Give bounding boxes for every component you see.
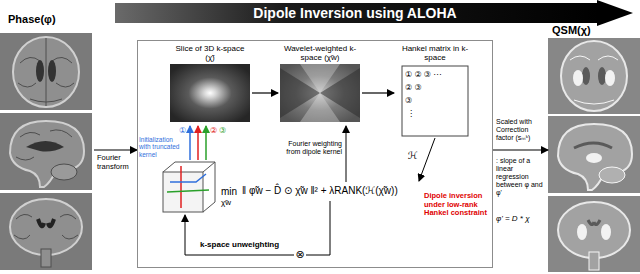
node-text: min [221, 186, 241, 198]
init-arrows [197, 126, 199, 160]
wavelet-image [300, 64, 340, 122]
qsm-sagittal [599, 167, 625, 183]
phase-axial [36, 60, 44, 82]
flow-arrow [493, 149, 548, 150]
node-text: ③ [219, 126, 229, 135]
title-banner [115, 3, 598, 23]
node-text: Hankel matrix in k-space [396, 44, 474, 62]
phase-sagittal [16, 130, 72, 160]
qsm-sagittal [558, 124, 632, 190]
init-arrows [190, 126, 206, 160]
kspace-image [170, 64, 250, 122]
phase-sagittal [10, 121, 84, 187]
flow-arrow [252, 92, 278, 93]
image-tile: Wavelet-weighted k-space (χ̃w) [278, 42, 362, 124]
node-text: Wavelet-weighted k-space (χ̃w) [280, 44, 360, 62]
init-arrows [189, 126, 191, 160]
qsm-coronal [548, 196, 640, 272]
phase-axial [18, 38, 74, 106]
node-text: Slice of 3D k-space (χ̃) [170, 44, 250, 62]
qsm-axial [548, 38, 640, 114]
hankel-matrix [402, 66, 468, 136]
node-text: ⋮ [407, 109, 419, 118]
node-text: ① [179, 126, 189, 135]
qsm-coronal [548, 196, 640, 272]
qsm-axial [548, 38, 640, 114]
title-text: Dipole Inversion using ALOHA [115, 5, 595, 21]
node-text: ② ③ [405, 83, 445, 92]
kspace-cube [170, 174, 206, 182]
flow-arrows [346, 126, 347, 182]
node-text: ② [210, 126, 220, 135]
flow-arrow [362, 92, 394, 93]
qsm-coronal [588, 220, 600, 225]
node-text: k-space unweighting [200, 240, 292, 249]
phase-coronal [0, 193, 92, 270]
flow-arrows [419, 138, 435, 181]
node-text: ⊗ [294, 248, 306, 261]
title-banner [597, 0, 633, 26]
node-text: Fourier weighting from dipole kernel [280, 140, 342, 156]
qsm-axial [582, 67, 590, 85]
phase-coronal [41, 249, 51, 267]
qsm-axial [570, 56, 618, 104]
kspace-cube [163, 162, 215, 212]
qsm-axial [598, 67, 606, 85]
edge-label: Scaled with Correction factor (sₘᵏ) [496, 118, 546, 142]
node-text: ℋ [408, 150, 420, 162]
phase-axial [0, 33, 92, 110]
phase-axial [0, 33, 92, 110]
init-arrows [205, 126, 207, 160]
node-text: Initialization with truncated kernel [139, 136, 183, 158]
qsm-axial [561, 41, 627, 111]
image-tile: Slice of 3D k-space (χ̃) [168, 42, 252, 124]
qsm-coronal [601, 224, 611, 240]
node-text: ① ② ③ ⋯ [405, 70, 465, 79]
kspace-cube [167, 190, 209, 192]
qsm-sagittal [586, 153, 602, 163]
note-label: φ' = D * χ [496, 214, 546, 223]
phase-coronal [14, 214, 78, 239]
kspace-image [170, 64, 250, 122]
phase-sagittal [26, 141, 64, 152]
phase-sagittal [0, 113, 92, 190]
image-panel: QSM(χ) [548, 22, 640, 272]
node-text: ③ [405, 96, 425, 105]
phase-axial [48, 60, 56, 82]
qsm-coronal [577, 224, 587, 240]
process-box: minχ̃w‖ φ̃w − D̂ ⊙ χ̃w ‖² + λRANK(ℋ(χ̃w)… [137, 40, 493, 268]
hankel-matrix [402, 66, 468, 136]
wavelet-image [280, 64, 360, 122]
note-label: : slope of a linear regression between φ… [496, 157, 546, 197]
flow-arrows [185, 201, 330, 255]
node-text: ‖ φ̃w − D̂ ⊙ χ̃w ‖² + λRANK(ℋ(χ̃w)) [242, 185, 424, 197]
phase-sagittal [0, 113, 92, 190]
qsm-axial [605, 70, 615, 86]
phase-coronal [10, 199, 82, 255]
qsm-coronal [589, 252, 599, 270]
flow-arrow [94, 149, 137, 150]
flow-arrows [185, 126, 435, 255]
qsm-sagittal [548, 116, 640, 193]
qsm-sagittal [574, 143, 612, 148]
wavelet-image [280, 64, 360, 122]
phase-coronal [0, 193, 92, 270]
image-panel: Phase(φ) [0, 10, 94, 272]
edge-label: Fourier transform [97, 154, 135, 171]
title-banner [115, 0, 633, 26]
qsm-axial [573, 70, 583, 86]
qsm-coronal [558, 202, 630, 258]
phase-sagittal [51, 164, 77, 180]
qsm-sagittal [548, 116, 640, 193]
phase-coronal [38, 219, 54, 226]
image-tile: Hankel matrix in k-space ① ② ③ ⋯ ② ③ ③ ⋮ [394, 42, 476, 138]
node-text: Phase(φ) [8, 13, 92, 26]
node-text: Dipole inversion under low-rank Hankel c… [424, 192, 491, 218]
kspace-cube [163, 162, 215, 212]
kspace-cube [180, 166, 182, 208]
node-text: QSM(χ) [552, 24, 596, 37]
phase-axial [13, 37, 79, 107]
node-text: χ̃w [221, 198, 241, 207]
